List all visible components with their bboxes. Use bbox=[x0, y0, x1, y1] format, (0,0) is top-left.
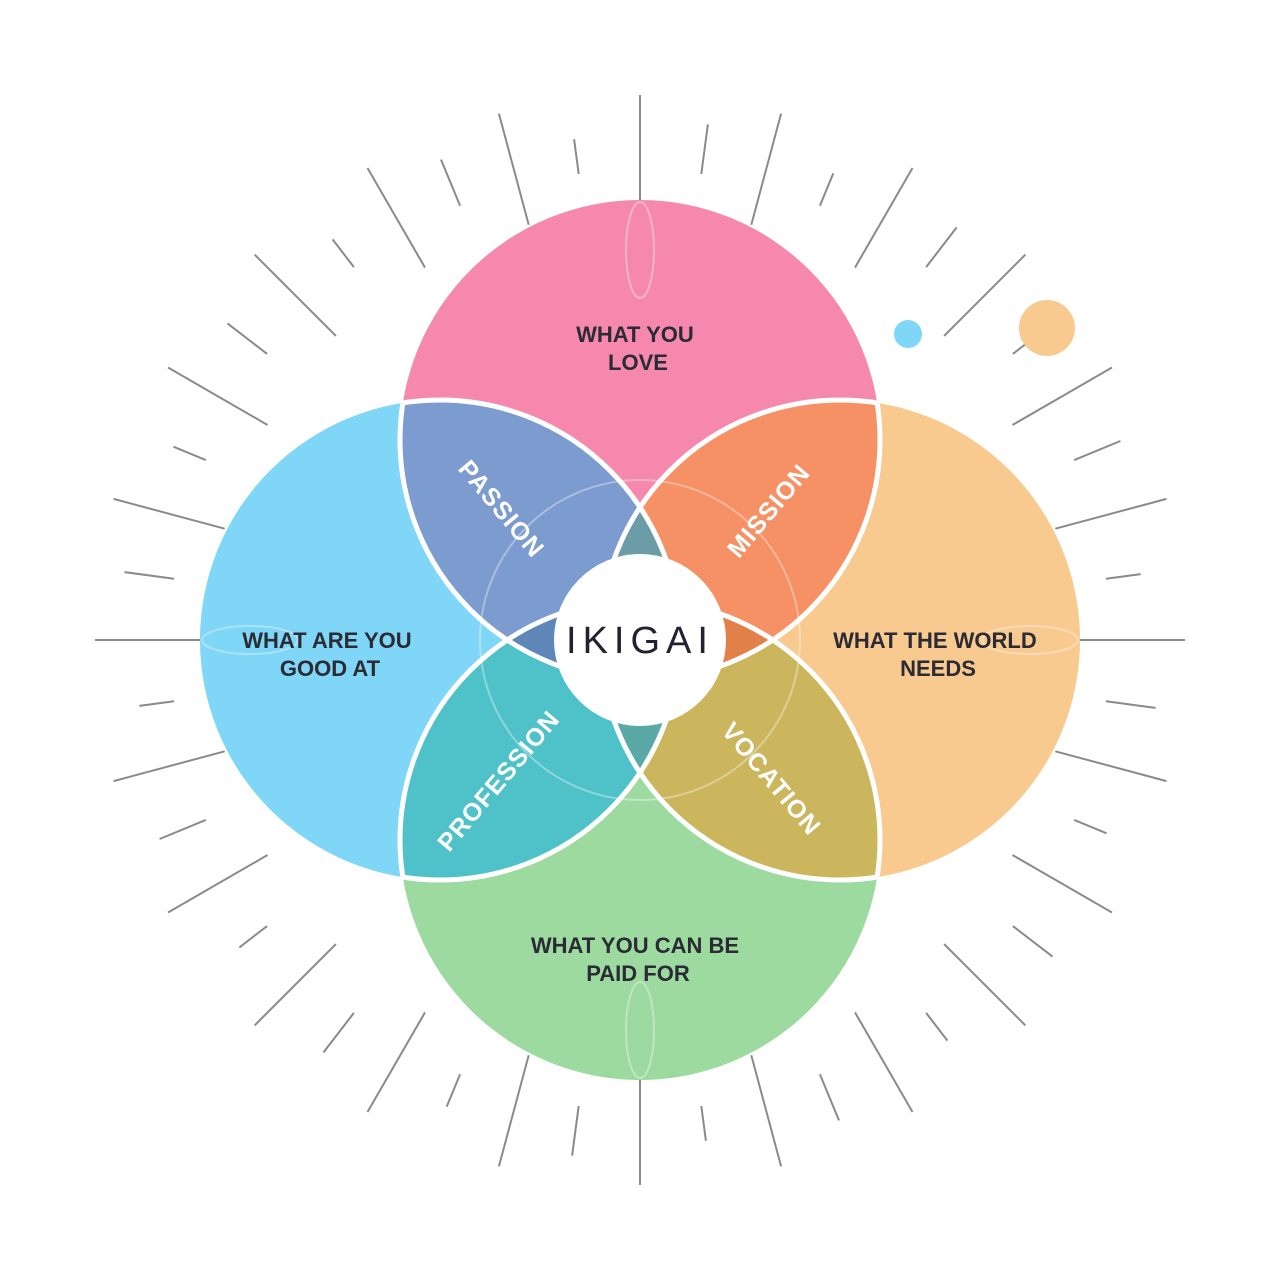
ray-line bbox=[818, 173, 835, 207]
ray-line bbox=[253, 943, 337, 1027]
blue-dot bbox=[894, 320, 922, 348]
ray-line bbox=[497, 1055, 530, 1167]
ray-line bbox=[1073, 818, 1107, 835]
ray-line bbox=[1011, 366, 1113, 426]
ray-line bbox=[497, 113, 530, 225]
label-what-you-love: WHAT YOU LOVE bbox=[576, 322, 700, 375]
center-title: IKIGAI bbox=[566, 620, 714, 662]
label-what-the-world-needs: WHAT THE WORLD NEEDS bbox=[833, 628, 1043, 681]
ray-line bbox=[1055, 750, 1167, 783]
ray-line bbox=[440, 159, 462, 207]
ray-line bbox=[139, 700, 175, 707]
ray-line bbox=[700, 1105, 707, 1141]
ray-line bbox=[226, 322, 268, 355]
decorative-inner-lines bbox=[201, 201, 1079, 1079]
ray-line bbox=[1105, 700, 1156, 709]
ray-line bbox=[331, 238, 355, 268]
ray-line bbox=[573, 139, 580, 175]
center-circle bbox=[554, 554, 726, 726]
ray-line bbox=[925, 1012, 949, 1042]
ray-line bbox=[750, 1055, 783, 1167]
ray-line bbox=[1012, 925, 1054, 958]
ray-line bbox=[322, 1012, 355, 1054]
ray-line bbox=[750, 113, 783, 225]
ray-line bbox=[1055, 497, 1167, 530]
ray-line bbox=[124, 571, 175, 580]
ray-line bbox=[167, 366, 269, 426]
ray-line bbox=[253, 253, 337, 337]
ray-line bbox=[1073, 440, 1121, 462]
ray-line bbox=[818, 1073, 840, 1121]
ray-line bbox=[445, 1073, 462, 1107]
ray-line bbox=[1011, 854, 1113, 914]
ray-line bbox=[700, 124, 709, 175]
ray-line bbox=[167, 854, 269, 914]
ray-line bbox=[159, 818, 207, 840]
ray-line bbox=[854, 167, 914, 269]
ray-line bbox=[854, 1011, 914, 1113]
ray-line bbox=[1105, 573, 1141, 580]
ray-line bbox=[238, 925, 268, 949]
ray-line bbox=[925, 226, 958, 268]
sunburst-rays bbox=[95, 95, 1185, 1185]
label-what-are-you-good-at: WHAT ARE YOU GOOD AT bbox=[242, 628, 418, 681]
label-what-you-can-be-paid-for: WHAT YOU CAN BE PAID FOR bbox=[531, 933, 745, 986]
ray-line bbox=[366, 1011, 426, 1113]
orange-dot bbox=[1019, 300, 1075, 356]
ray-line bbox=[366, 167, 426, 269]
ray-line bbox=[113, 750, 225, 783]
ray-line bbox=[571, 1105, 580, 1156]
ray-line bbox=[173, 445, 207, 462]
ray-line bbox=[113, 497, 225, 530]
ray-line bbox=[943, 253, 1027, 337]
ray-line bbox=[943, 943, 1027, 1027]
